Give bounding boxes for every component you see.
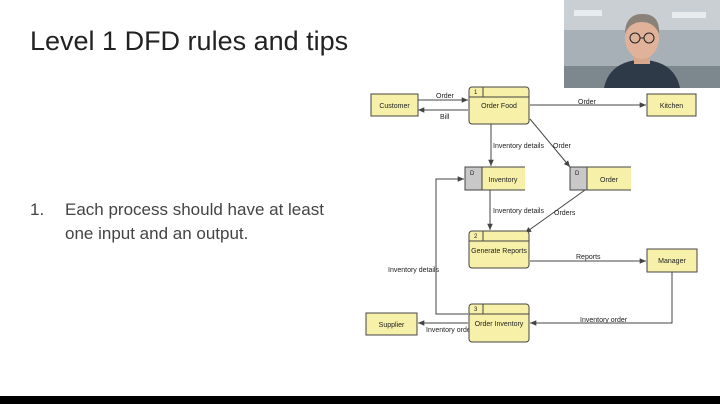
entity-manager: Manager bbox=[646, 248, 698, 273]
bottom-bar bbox=[0, 396, 720, 404]
entity-supplier-label: Supplier bbox=[379, 322, 405, 329]
label-p1-to-kitchen: Order bbox=[578, 99, 597, 106]
entity-kitchen-label: Kitchen bbox=[660, 103, 683, 110]
entity-supplier: Supplier bbox=[365, 312, 418, 336]
bullet-number: 1. bbox=[30, 200, 45, 219]
processes: 1 Order Food 2 Generate Reports 3 Order … bbox=[468, 86, 530, 343]
flow-labels: Order Bill Order Inventory details Order… bbox=[388, 93, 628, 334]
label-inventory-to-p2: Inventory details bbox=[493, 208, 544, 215]
presenter-video-frame bbox=[564, 0, 720, 88]
flow-order-to-p2 bbox=[524, 189, 586, 234]
label-p2-to-manager: Reports bbox=[576, 254, 601, 261]
process-order-inventory-id: 3 bbox=[474, 307, 478, 313]
label-p1-to-inventory: Inventory details bbox=[493, 143, 544, 150]
data-stores: D Inventory D Order bbox=[464, 166, 631, 191]
store-order-name: Order bbox=[600, 177, 619, 184]
entity-customer: Customer bbox=[370, 93, 419, 117]
store-inventory-name: Inventory bbox=[489, 177, 518, 184]
flow-lines bbox=[418, 97, 673, 326]
store-order: D Order bbox=[569, 166, 631, 191]
label-p3-to-supplier: Inventory order bbox=[426, 327, 474, 334]
label-customer-to-p1: Order bbox=[436, 93, 455, 100]
entity-customer-label: Customer bbox=[379, 103, 410, 110]
flow-p3-to-inventory bbox=[435, 176, 468, 315]
store-order-id: D bbox=[575, 171, 580, 177]
external-entities: Customer Kitchen Manager Supplier bbox=[365, 93, 698, 336]
label-order-to-p2: Orders bbox=[554, 210, 576, 217]
process-generate-reports-name: Generate Reports bbox=[471, 248, 527, 255]
label-p1-to-order: Order bbox=[553, 143, 572, 150]
process-order-food-id: 1 bbox=[474, 90, 478, 96]
process-order-inventory-name: Order Inventory bbox=[475, 321, 524, 328]
slide-title: Level 1 DFD rules and tips bbox=[30, 26, 349, 56]
store-inventory: D Inventory bbox=[464, 166, 525, 191]
bullet-text: Each process should have at least one in… bbox=[65, 200, 324, 243]
store-inventory-id: D bbox=[470, 171, 475, 177]
process-generate-reports: 2 Generate Reports bbox=[468, 230, 530, 269]
flow-p1-to-order bbox=[529, 118, 571, 168]
flow-manager-to-p3 bbox=[530, 272, 673, 326]
process-order-food: 1 Order Food bbox=[468, 86, 530, 125]
label-p3-to-inventory: Inventory details bbox=[388, 267, 439, 274]
process-order-inventory: 3 Order Inventory bbox=[468, 303, 530, 343]
process-order-food-name: Order Food bbox=[481, 103, 517, 110]
label-p1-to-customer: Bill bbox=[440, 114, 450, 121]
label-manager-to-p3: Inventory order bbox=[580, 317, 628, 324]
presenter-webcam bbox=[564, 0, 720, 88]
process-generate-reports-id: 2 bbox=[474, 234, 478, 240]
entity-manager-label: Manager bbox=[658, 258, 686, 265]
entity-kitchen: Kitchen bbox=[646, 93, 697, 117]
